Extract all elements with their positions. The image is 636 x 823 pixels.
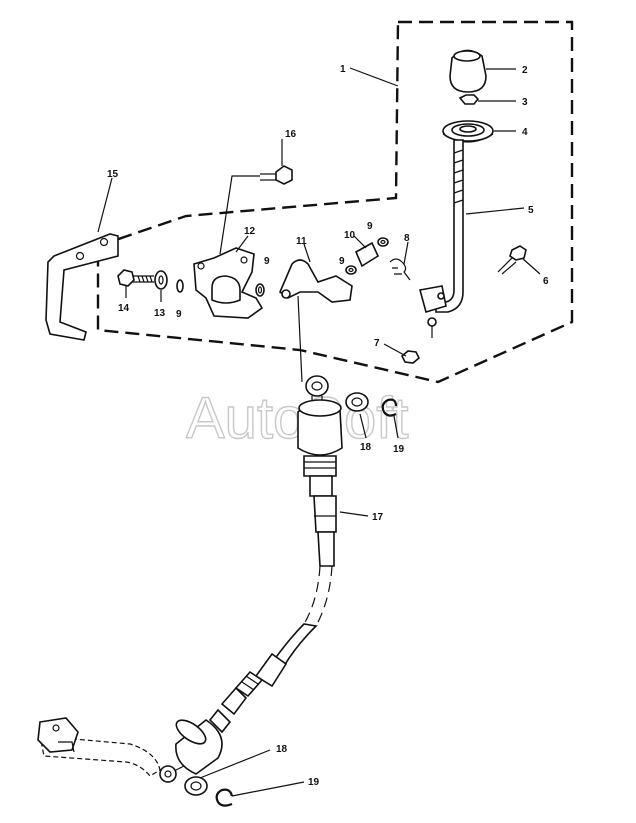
nut-7 <box>401 350 420 364</box>
shift-cable-upper <box>297 375 343 567</box>
callout-11: 11 <box>296 236 307 247</box>
bolt-6 <box>497 245 527 275</box>
cable-hidden-run-2 <box>303 565 321 625</box>
callout-12: 12 <box>244 226 256 237</box>
washer-9-b <box>345 265 357 275</box>
callout-17: 17 <box>372 512 384 523</box>
callout-3: 3 <box>522 97 528 108</box>
callout-6: 6 <box>543 276 549 287</box>
washer-9-a <box>377 237 389 247</box>
callout-8: 8 <box>404 233 410 244</box>
callout-13: 13 <box>154 308 166 319</box>
washer-9-c <box>255 283 265 297</box>
washer-13 <box>154 270 168 290</box>
pin <box>354 241 380 268</box>
callout-16: 16 <box>285 129 297 140</box>
leader-lines <box>97 67 541 797</box>
nut-3 <box>458 94 480 105</box>
callout-18-a: 18 <box>360 442 372 453</box>
callout-18-b: 18 <box>276 744 288 755</box>
callout-2: 2 <box>522 65 528 76</box>
callout-10: 10 <box>344 230 356 241</box>
callout-19-b: 19 <box>308 777 320 788</box>
shift-cable-lower <box>159 623 318 783</box>
shift-knob <box>449 49 487 93</box>
washer-18-upper <box>345 392 369 412</box>
side-bracket <box>45 233 119 341</box>
callout-9-c: 9 <box>264 256 270 267</box>
clip-19-lower <box>215 788 234 807</box>
cable-hidden-run <box>315 565 333 627</box>
callout-5: 5 <box>528 205 534 216</box>
callout-14: 14 <box>118 303 130 314</box>
callout-9-a: 9 <box>367 221 373 232</box>
callout-7: 7 <box>374 338 380 349</box>
assembly-boundary <box>96 20 574 384</box>
bolt-16 <box>260 165 293 185</box>
washer-18-lower <box>184 776 208 796</box>
callout-4: 4 <box>522 127 528 138</box>
callout-9-d: 9 <box>176 309 182 320</box>
transmission-lever <box>37 717 161 777</box>
clip-19-upper <box>381 398 398 417</box>
callout-15: 15 <box>107 169 119 180</box>
bolt-14 <box>117 269 154 287</box>
mounting-bracket <box>193 247 264 319</box>
callout-1: 1 <box>340 64 346 75</box>
callout-9-b: 9 <box>339 256 345 267</box>
boot <box>442 120 494 143</box>
selector-bracket <box>279 259 353 303</box>
callout-19-a: 19 <box>393 444 405 455</box>
shift-lever <box>418 139 464 338</box>
washer-9-d <box>176 279 184 293</box>
spring-clip <box>389 258 411 281</box>
